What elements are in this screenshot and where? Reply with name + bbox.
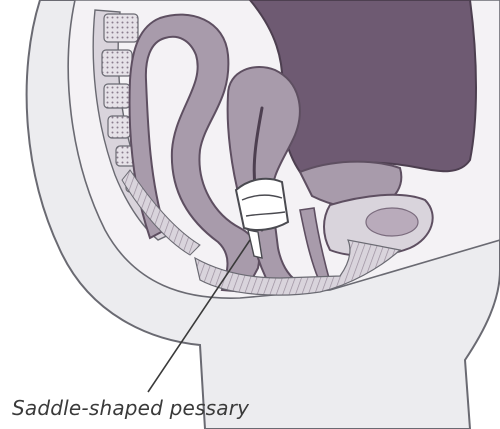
- bladder-inner: [366, 208, 418, 236]
- pessary-callout-label: Saddle-shaped pessary: [12, 396, 249, 420]
